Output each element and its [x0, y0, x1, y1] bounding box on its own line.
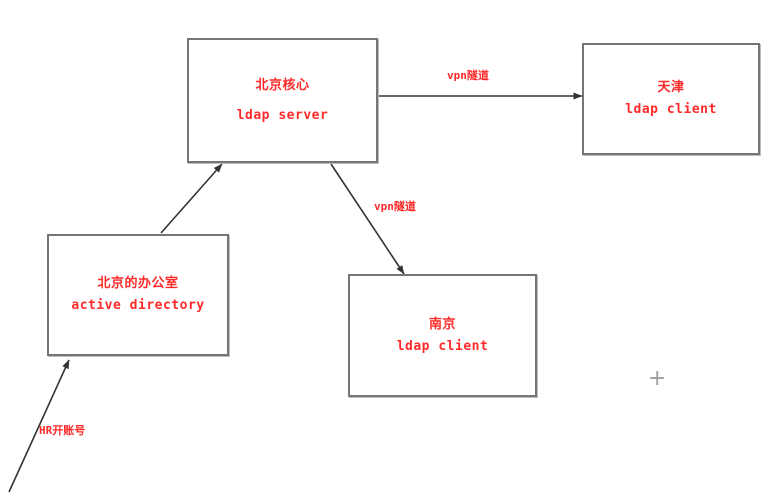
node-beijing-office[interactable]: 北京的办公室 active directory — [47, 234, 229, 356]
node-tianjin[interactable]: 天津 ldap client — [582, 43, 760, 155]
arrow-office-to-core — [160, 163, 223, 234]
edge-label-core-to-nanjing: vpn隧道 — [374, 198, 416, 214]
node-beijing-office-subtitle: active directory — [71, 298, 205, 313]
node-tianjin-subtitle: ldap client — [625, 102, 717, 117]
node-tianjin-title: 天津 — [657, 80, 685, 96]
edge-label-core-to-nanjing-prefix: vpn — [374, 200, 394, 213]
node-nanjing-title: 南京 — [428, 316, 456, 332]
node-nanjing[interactable]: 南京 ldap client — [348, 274, 537, 397]
arrow-hr-to-office — [8, 359, 70, 493]
edge-label-core-to-tianjin: vpn隧道 — [447, 67, 489, 83]
node-beijing-core-title: 北京核心 — [255, 77, 310, 93]
edge-label-core-to-nanjing-suffix: 隧道 — [393, 200, 416, 213]
node-beijing-office-title: 北京的办公室 — [97, 276, 179, 292]
edge-label-core-to-tianjin-prefix: vpn — [447, 69, 467, 82]
node-beijing-core[interactable]: 北京核心 ldap server — [187, 38, 378, 163]
node-beijing-core-subtitle: ldap server — [236, 107, 329, 123]
arrow-core-to-nanjing — [330, 163, 405, 275]
edge-label-hr-to-office-suffix: 开账号 — [52, 424, 86, 437]
crosshair-cursor-icon: + — [648, 366, 667, 391]
edge-label-hr-to-office-prefix: HR — [39, 424, 53, 437]
node-nanjing-subtitle: ldap client — [396, 338, 489, 354]
edge-label-core-to-tianjin-suffix: 隧道 — [466, 69, 489, 82]
edge-label-hr-to-office: HR开账号 — [39, 422, 85, 438]
